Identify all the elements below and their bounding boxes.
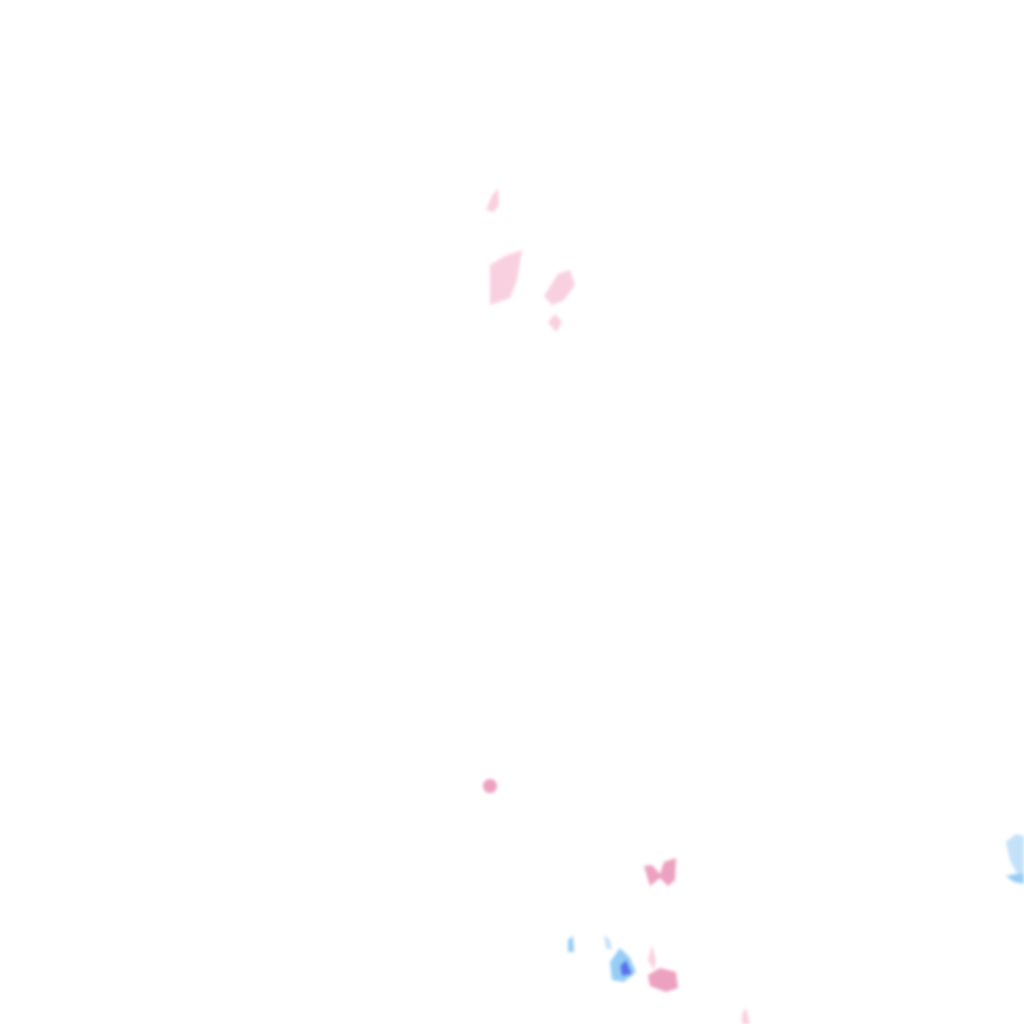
precip-cell-mixed	[483, 779, 497, 793]
precip-cell-mixed	[648, 968, 678, 992]
precip-cell-mixed	[644, 858, 676, 886]
precip-cell-snow	[1006, 834, 1024, 874]
precip-cell-snow	[1006, 873, 1024, 884]
precip-cell-mixed	[548, 314, 562, 332]
precip-cell-snow	[604, 935, 612, 950]
precip-cell-mixed	[490, 250, 522, 305]
precip-cell-snow	[568, 936, 574, 952]
precip-cell-mixed	[648, 945, 656, 970]
precip-cell-mixed	[544, 270, 575, 305]
precip-cell-snow-heavy	[620, 960, 632, 976]
precip-cell-mixed	[486, 188, 499, 212]
precip-cell-mixed	[742, 1008, 750, 1024]
